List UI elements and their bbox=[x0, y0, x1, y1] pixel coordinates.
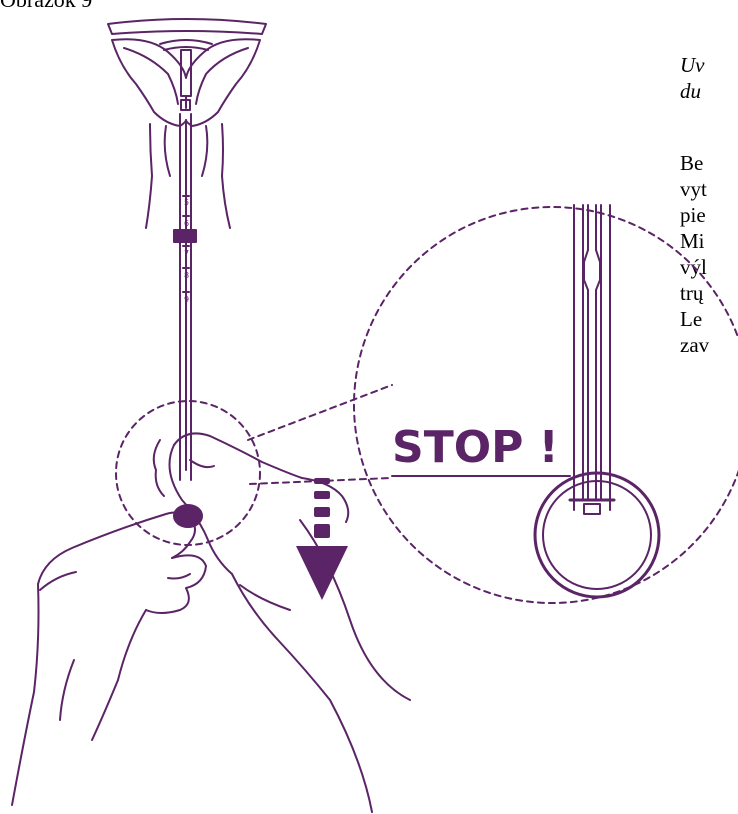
scale-number: 8 bbox=[184, 271, 189, 280]
magnified-inserter bbox=[570, 205, 614, 514]
scale-number: 7 bbox=[184, 249, 189, 258]
arrow-down-dashed-icon bbox=[296, 478, 348, 600]
detail-circle-large bbox=[354, 207, 738, 603]
hand-left bbox=[12, 512, 206, 805]
connector-line bbox=[248, 385, 392, 440]
stop-label: STOP ! bbox=[392, 422, 559, 473]
hand-right bbox=[154, 433, 410, 812]
scale-number: 6 bbox=[184, 219, 189, 228]
inserter-handle bbox=[174, 505, 202, 527]
flange-marker bbox=[174, 230, 196, 242]
scale-number: 9 bbox=[184, 295, 189, 304]
scale-number: 5 bbox=[184, 198, 189, 207]
